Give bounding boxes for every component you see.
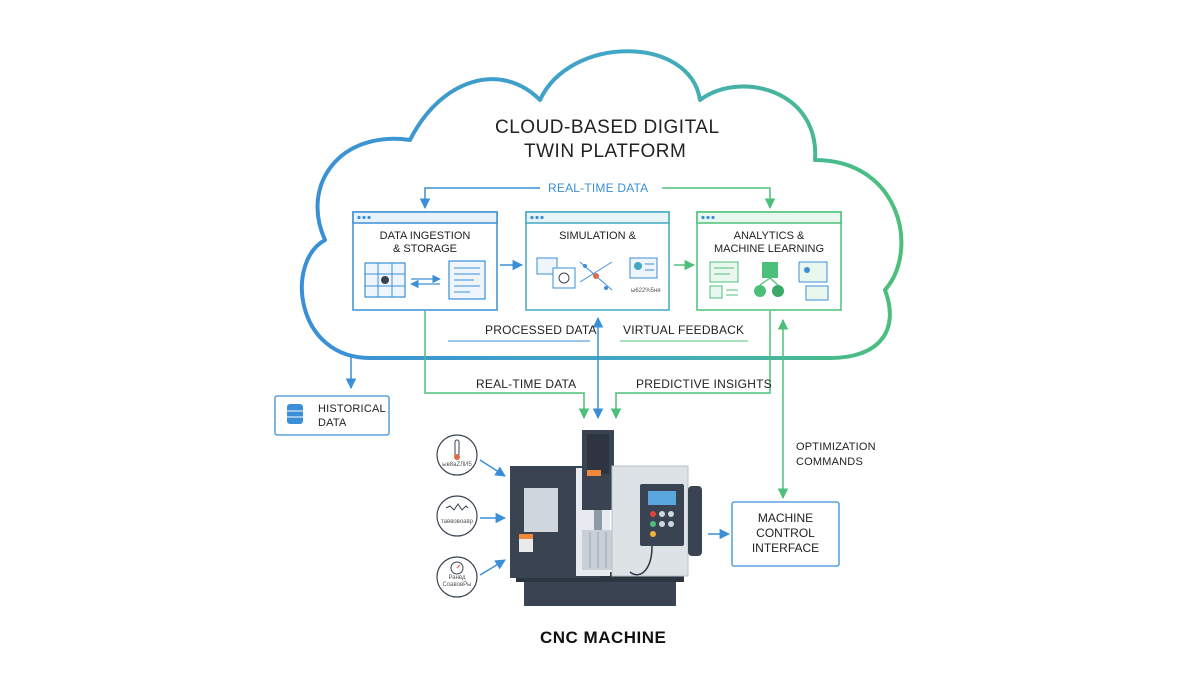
realtime-top-arrow-left [419, 187, 540, 210]
cloud-outline [299, 49, 904, 360]
realtime-top-label: REAL-TIME DATA [548, 181, 649, 195]
sensor3-arrow [479, 559, 506, 576]
realtime-data-down-arrow [424, 311, 590, 420]
analytics-icons [709, 261, 829, 301]
machine-control-interface-box [731, 501, 840, 567]
historical-data-line2: DATA [318, 417, 347, 429]
data-ingestion-icons [364, 260, 486, 300]
panel3-title-line1: ANALYTICS & [733, 230, 805, 242]
panel2-title-line1: SIMULATION & [559, 230, 636, 242]
cloud-title-line2: TWIN PLATFORM [524, 141, 687, 162]
panel1-title-line2: & STORAGE [393, 243, 457, 255]
vibration-icon [436, 495, 478, 537]
simulation-icons [536, 257, 658, 291]
sensor3-label-line2: СоавовРы [442, 582, 472, 588]
sensor2-label: таввовоавр [441, 519, 473, 525]
simulation-micro-text: ы622%5ня [631, 288, 661, 294]
panel3-title-line2: MACHINE LEARNING [713, 243, 825, 255]
processed-data-label: PROCESSED DATA [485, 323, 597, 337]
optimization-commands-line1: OPTIMIZATION [796, 441, 876, 453]
sensor1-arrow [479, 459, 506, 477]
thermometer-icon [436, 434, 478, 476]
control-interface-line3: INTERFACE [751, 541, 820, 555]
optimization-commands-line2: COMMANDS [796, 456, 863, 468]
cnc-machine-illustration [510, 430, 702, 606]
control-interface-line1: MACHINE [757, 511, 814, 525]
control-interface-line2: CONTROL [756, 526, 815, 540]
realtime-top-arrow-right [662, 187, 776, 210]
predictive-insights-arrow [610, 311, 771, 420]
realtime-data-label: REAL-TIME DATA [476, 377, 577, 391]
historical-data-box [274, 395, 390, 436]
sensor3-label-line1: Ранвд [448, 575, 466, 581]
virtual-feedback-label: VIRTUAL FEEDBACK [623, 323, 745, 337]
predictive-insights-label: PREDICTIVE INSIGHTS [636, 377, 772, 391]
historical-data-line1: HISTORICAL [318, 403, 386, 415]
cloud-title-line1: CLOUD-BASED DIGITAL [495, 117, 720, 138]
cnc-machine-label: CNC MACHINE [540, 628, 667, 647]
sensor1-label: ыв8аZЛИ5 [442, 462, 472, 468]
database-icon [287, 404, 303, 424]
pressure-gauge-icon [436, 556, 478, 598]
panel1-title-line1: DATA INGESTION [379, 230, 471, 242]
